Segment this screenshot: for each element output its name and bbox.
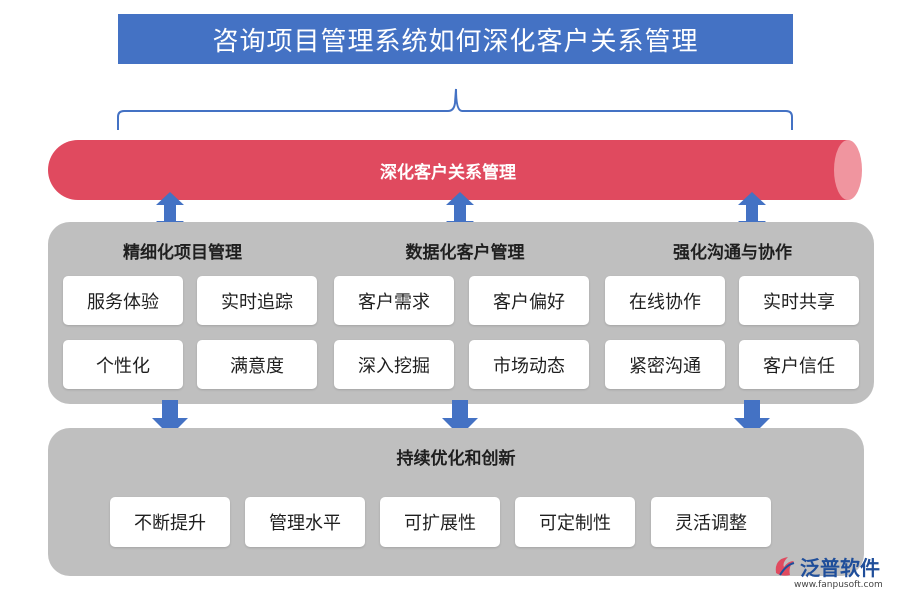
section-title: 数据化客户管理	[405, 243, 525, 263]
brand-name: 泛普软件	[800, 556, 880, 580]
item-box: 客户需求	[334, 276, 454, 325]
item-box: 管理水平	[245, 497, 365, 547]
item-box: 客户信任	[739, 340, 859, 389]
item-box: 灵活调整	[651, 497, 771, 547]
item-box: 客户偏好	[469, 276, 589, 325]
item-box: 在线协作	[605, 276, 725, 325]
brand-logo-icon	[775, 557, 795, 576]
page-title: 咨询项目管理系统如何深化客户关系管理	[118, 14, 793, 64]
item-box: 深入挖掘	[334, 340, 454, 389]
core-label: 深化客户关系管理	[380, 162, 516, 183]
item-box: 服务体验	[63, 276, 183, 325]
item-box: 市场动态	[469, 340, 589, 389]
item-box: 可定制性	[515, 497, 635, 547]
core-tube	[48, 140, 862, 200]
item-box: 实时共享	[739, 276, 859, 325]
section-title: 精细化项目管理	[123, 243, 242, 263]
strategy-panel	[48, 222, 874, 404]
item-box: 满意度	[197, 340, 317, 389]
bottom-title: 持续优化和创新	[396, 449, 516, 469]
item-box: 可扩展性	[380, 497, 500, 547]
item-box: 个性化	[63, 340, 183, 389]
section-title: 强化沟通与协作	[673, 243, 792, 263]
down-arrow-icon	[734, 400, 770, 436]
item-box: 紧密沟通	[605, 340, 725, 389]
item-box: 实时追踪	[197, 276, 317, 325]
brace-connector	[117, 88, 793, 130]
item-box: 不断提升	[110, 497, 230, 547]
down-arrow-icon	[442, 400, 478, 436]
brand-url: www.fanpusoft.com	[794, 580, 883, 590]
down-arrow-icon	[152, 400, 188, 436]
